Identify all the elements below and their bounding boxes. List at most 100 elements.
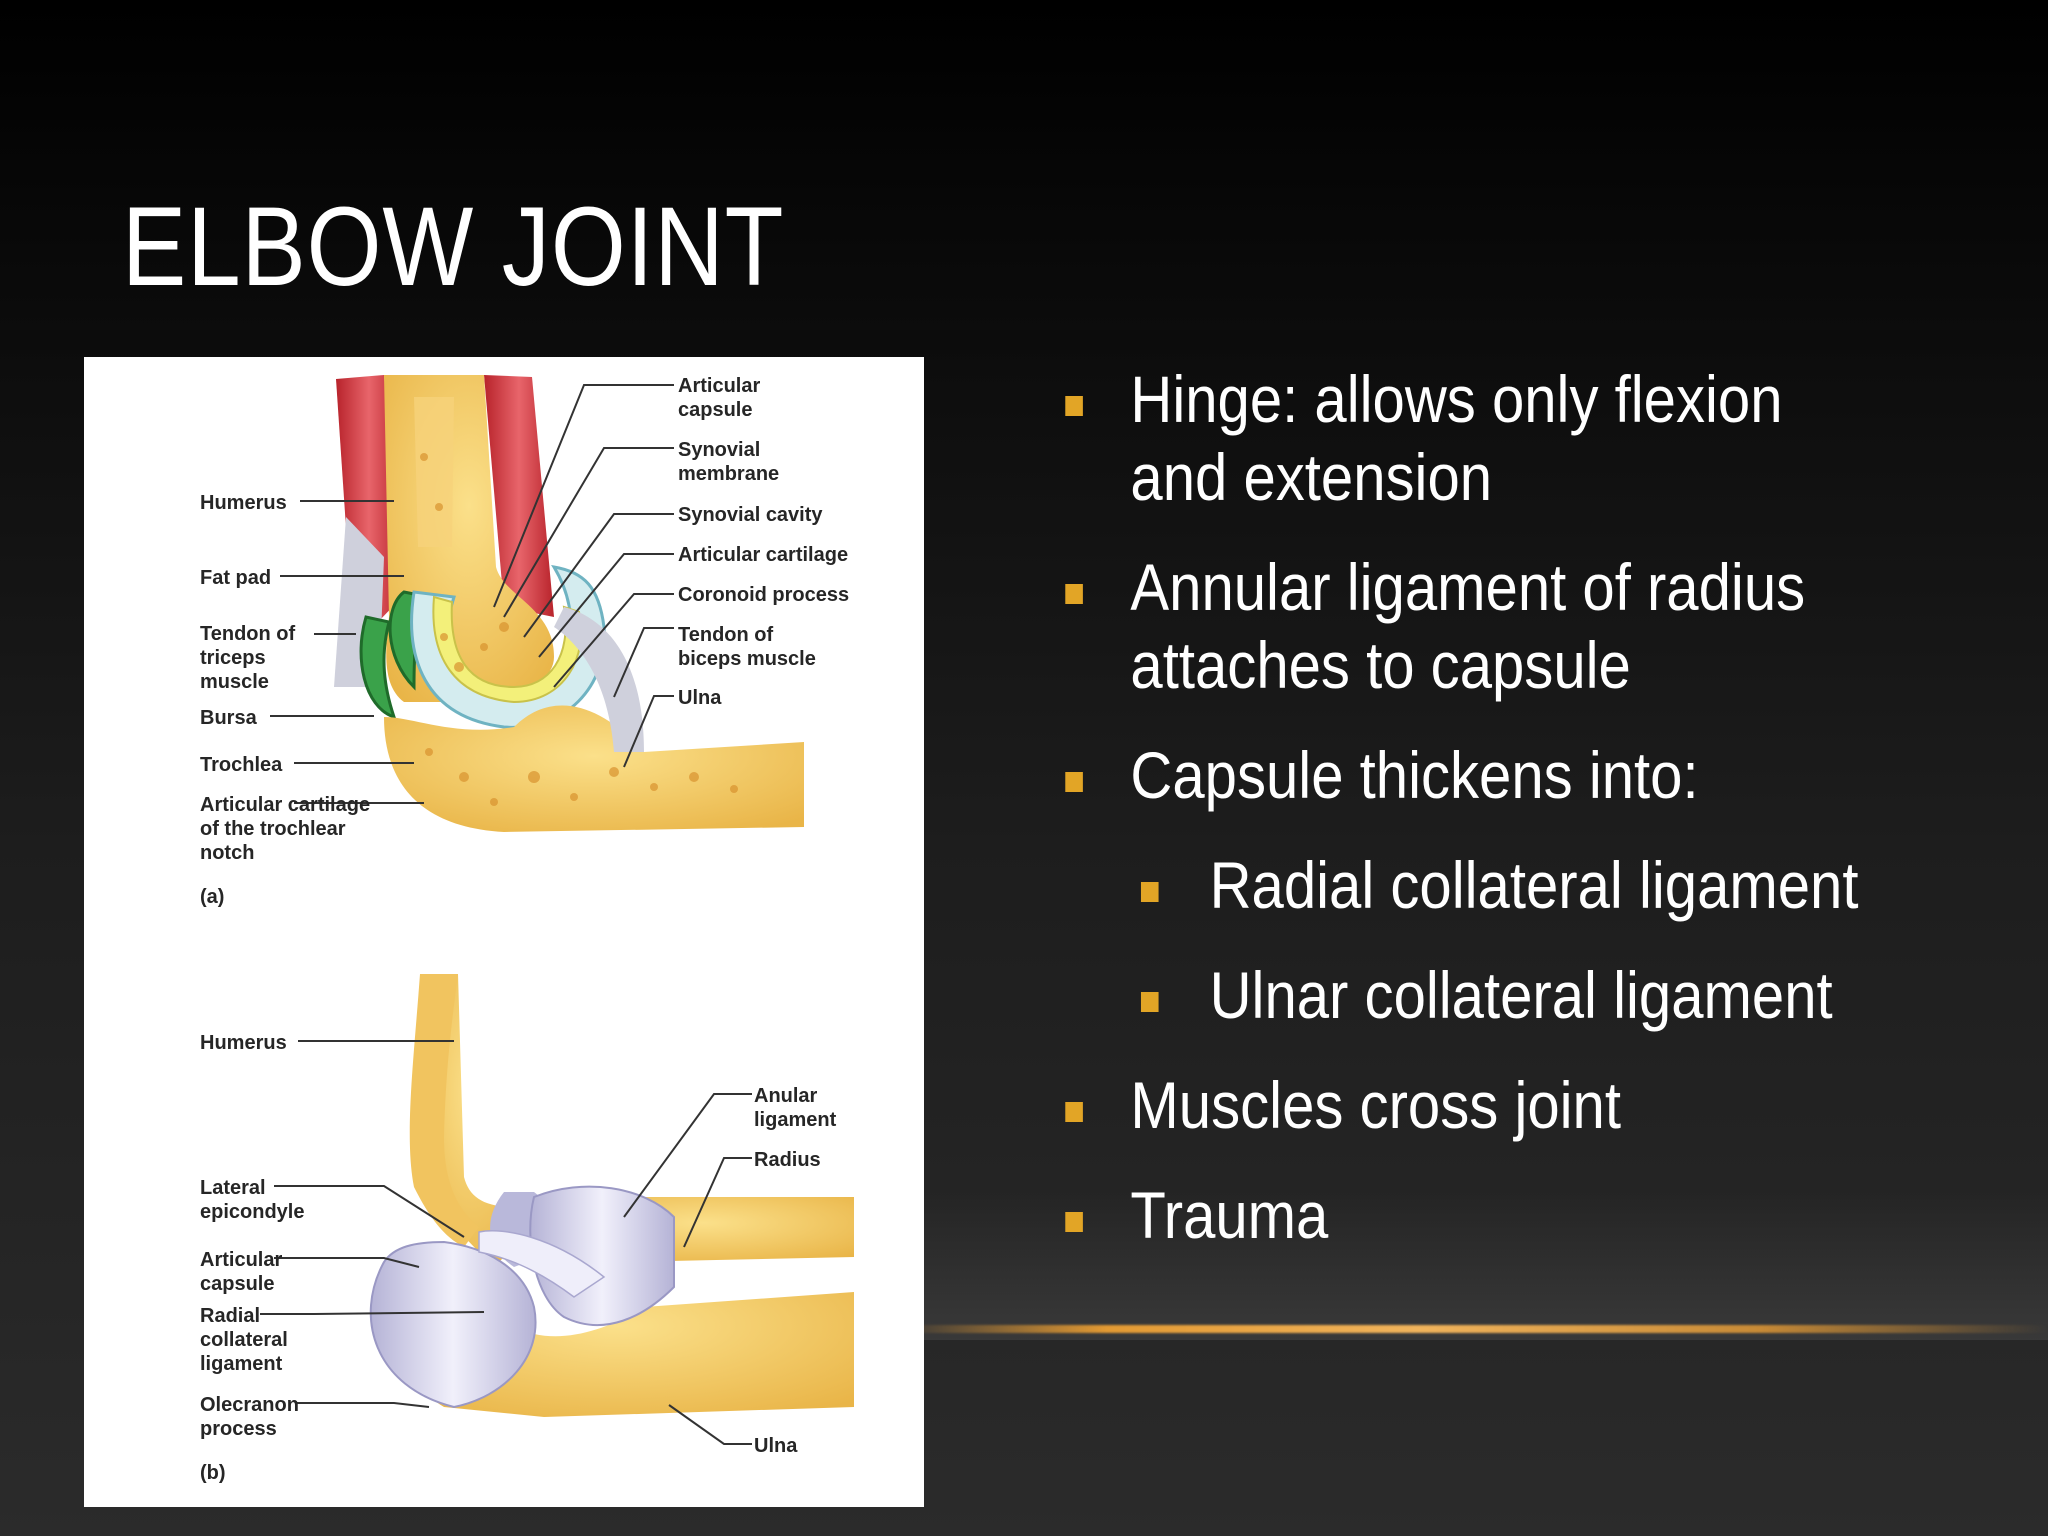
label-synovial-cavity: Synovial cavity [678,504,823,526]
label-lateral-epicondyle-2: epicondyle [200,1201,304,1223]
svg-text:epicondyle: epicondyle [200,1201,304,1223]
svg-text:collateral: collateral [200,1329,288,1351]
label-humerus-b: Humerus [200,1032,287,1054]
bullet-text: Trauma [1130,1178,1329,1252]
streak-glow [900,1190,2048,1340]
panel-b-caption: (b) [200,1462,226,1484]
svg-text:capsule: capsule [200,1273,274,1295]
svg-text:notch: notch [200,842,254,864]
sub-bullet-item: Radial collateral ligament [1060,846,1887,924]
bullet-text: Capsule thickens into: [1130,738,1699,812]
label-coronoid-process: Coronoid process [678,584,849,606]
label-olecranon-2: process [200,1418,277,1440]
biceps-tendon-shape [554,607,644,752]
bullet-item: Annular ligament of radius attaches to c… [1060,548,1887,704]
label-olecranon-1: Olecranon [200,1394,299,1416]
bullet-square-icon [1140,992,1159,1012]
bullet-square-icon [1065,584,1083,604]
label-tendon-triceps-3: muscle [200,671,269,693]
panel-b-leader-lines [260,1040,752,1445]
radial-collateral-ligament-shape [369,1240,537,1409]
label-anular-ligament-1: Anular [754,1085,818,1107]
svg-text:capsule: capsule [678,399,752,421]
svg-text:Anular: Anular [754,1085,818,1107]
label-tendon-biceps-2: biceps muscle [678,648,816,670]
slide-title: ELBOW JOINT [122,184,785,309]
svg-text:Olecranon: Olecranon [200,1394,299,1416]
label-fat-pad: Fat pad [200,567,271,589]
label-tendon-triceps-1: Tendon of [200,623,295,645]
bullet-text: Radial collateral ligament [1209,848,1859,922]
label-ulna-a: Ulna [678,687,722,709]
bullet-text: Annular ligament of radius attaches to c… [1130,550,1806,702]
svg-text:biceps muscle: biceps muscle [678,648,816,670]
panel-a-labels: Humerus Fat pad Tendon of triceps muscle… [200,375,849,908]
label-bursa: Bursa [200,707,258,729]
ligament-fibers [478,1230,606,1298]
bullet-item: Hinge: allows only flexion and extension [1060,360,1887,516]
bullet-square-icon [1065,772,1083,792]
svg-text:Tendon of: Tendon of [200,623,295,645]
svg-text:Ulna: Ulna [754,1435,798,1457]
panel-a-leader-lines [270,384,674,804]
bullet-square-icon [1140,882,1159,902]
svg-text:muscle: muscle [200,671,269,693]
label-humerus-a: Humerus [200,492,287,514]
bullet-list: Hinge: allows only flexion and extension… [1060,360,2000,1254]
bullet-square-icon [1065,396,1083,416]
spongy-bone-texture [420,453,738,806]
bullet-item: Trauma [1060,1176,1887,1254]
bullet-text: Ulnar collateral ligament [1209,958,1833,1032]
svg-text:Articular cartilage: Articular cartilage [678,544,848,566]
svg-text:(a): (a) [200,886,224,908]
panel-a-caption: (a) [200,886,224,908]
label-tendon-triceps-2: triceps [200,647,266,669]
ulna-bone-shape [384,705,804,832]
label-lateral-epicondyle-1: Lateral [200,1177,266,1199]
label-articular-cartilage: Articular cartilage [678,544,848,566]
svg-text:Humerus: Humerus [200,1032,287,1054]
humerus-shaft-shade-b [409,974,479,1247]
svg-text:Coronoid process: Coronoid process [678,584,849,606]
bullet-text: Muscles cross joint [1130,1068,1621,1142]
label-synovial-membrane-1: Synovial [678,439,760,461]
svg-text:Ulna: Ulna [678,687,722,709]
gold-streak-decoration [900,1325,2048,1333]
label-art-cart-notch-3: notch [200,842,254,864]
label-anular-ligament-2: ligament [754,1109,837,1131]
svg-text:ligament: ligament [754,1109,837,1131]
label-ulna-b: Ulna [754,1435,798,1457]
bullet-item: Muscles cross joint [1060,1066,1887,1144]
label-articular-capsule-b-1: Articular [200,1249,282,1271]
svg-text:Lateral: Lateral [200,1177,266,1199]
label-articular-capsule-b-2: capsule [200,1273,274,1295]
svg-text:process: process [200,1418,277,1440]
label-trochlea: Trochlea [200,754,283,776]
sub-bullet-item: Ulnar collateral ligament [1060,956,1887,1034]
svg-text:Bursa: Bursa [200,707,258,729]
svg-text:(b): (b) [200,1462,226,1484]
label-articular-capsule-a-1: Articular [678,375,760,397]
svg-text:Radial: Radial [200,1305,260,1327]
humerus-marrow-shape [414,397,454,547]
bullet-square-icon [1065,1102,1083,1122]
svg-text:Trochlea: Trochlea [200,754,283,776]
svg-text:ligament: ligament [200,1353,283,1375]
elbow-anatomy-figure: Humerus Fat pad Tendon of triceps muscle… [84,357,924,1507]
bullet-item: Capsule thickens into: [1060,736,1887,814]
label-art-cart-notch-1: Articular cartilage [200,794,370,816]
svg-text:Synovial cavity: Synovial cavity [678,504,823,526]
label-radial-collateral-3: ligament [200,1353,283,1375]
svg-text:Articular: Articular [678,375,760,397]
svg-text:Radius: Radius [754,1149,821,1171]
panel-a-drawing [334,375,804,832]
label-art-cart-notch-2: of the trochlear [200,818,346,840]
bursa-shape [359,615,397,720]
svg-text:of the trochlear: of the trochlear [200,818,346,840]
svg-text:Articular: Articular [200,1249,282,1271]
bullet-text: Hinge: allows only flexion and extension [1130,362,1783,514]
articular-cartilage-shape [432,595,583,704]
svg-text:membrane: membrane [678,463,779,485]
svg-text:Tendon of: Tendon of [678,624,773,646]
panel-b-drawing [369,974,854,1417]
